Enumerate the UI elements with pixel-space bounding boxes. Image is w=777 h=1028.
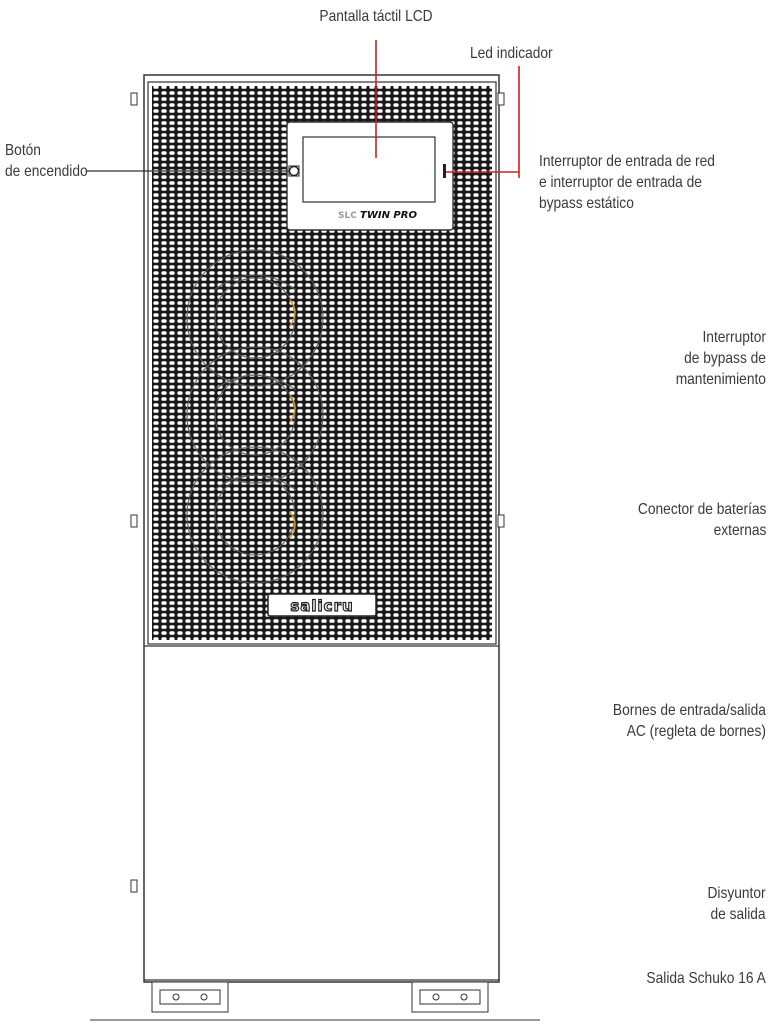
label-lcd: Pantalla táctil LCD (319, 8, 433, 25)
hinge-pins (130, 92, 505, 893)
label-power-button: Botón de encendido (5, 142, 88, 180)
label-led: Led indicador (470, 45, 553, 62)
led-indicator (443, 164, 446, 178)
model-logo-text: TWIN PRO (360, 210, 417, 221)
label-input-switch: Interruptor de entrada de red e interrup… (539, 153, 715, 212)
brand-logo-text: salicru (290, 597, 353, 615)
lcd-screen (302, 136, 436, 203)
cabinet-feet (90, 981, 540, 1021)
model-logo-prefix: SLC (338, 211, 357, 221)
label-battery-connector: Conector de baterías externas (637, 501, 766, 539)
power-button-icon (288, 165, 300, 177)
label-terminals: Bornes de entrada/salida AC (regleta de … (613, 702, 766, 740)
label-schuko: Salida Schuko 16 A (646, 970, 766, 987)
fan-accents (289, 299, 296, 539)
leader-lines (375, 40, 520, 178)
label-bypass-switch: Interruptor de bypass de mantenimiento (675, 329, 766, 388)
fan-shapes (186, 249, 324, 584)
brand-logo-plate: salicru (267, 593, 377, 617)
label-breaker: Disyuntor de salida (707, 885, 766, 923)
